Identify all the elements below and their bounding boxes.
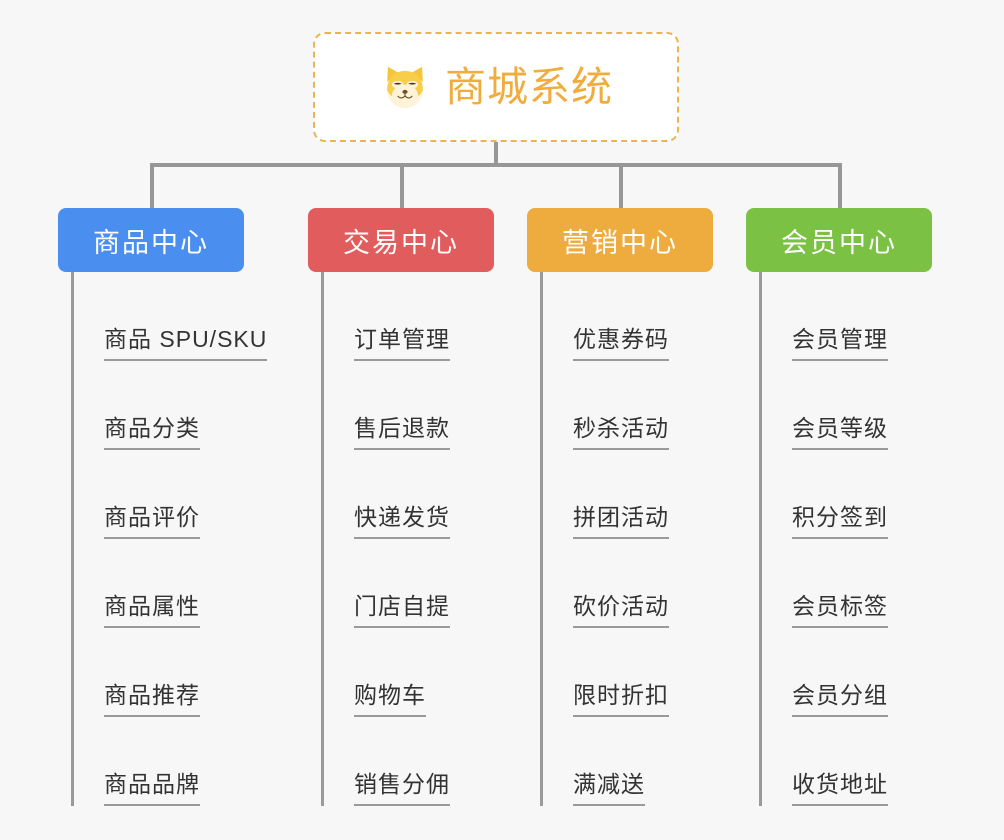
- list-item[interactable]: 购物车: [324, 628, 494, 717]
- list-item[interactable]: 销售分佣: [324, 717, 494, 806]
- list-item[interactable]: 拼团活动: [543, 450, 713, 539]
- branch-header-marketing[interactable]: 营销中心: [527, 208, 713, 272]
- leaf-label: 秒杀活动: [573, 414, 669, 450]
- list-item[interactable]: 会员标签: [762, 539, 932, 628]
- leaf-label: 快递发货: [354, 503, 450, 539]
- branch-column-marketing: 营销中心 优惠券码 秒杀活动 拼团活动 砍价活动 限时折扣 满减送: [527, 208, 713, 806]
- branch-column-member: 会员中心 会员管理 会员等级 积分签到 会员标签 会员分组 收货地址: [746, 208, 932, 806]
- leaf-label: 满减送: [573, 770, 645, 806]
- leaf-label: 门店自提: [354, 592, 450, 628]
- branch-items-trade: 订单管理 售后退款 快递发货 门店自提 购物车 销售分佣: [321, 272, 494, 806]
- list-item[interactable]: 商品分类: [74, 361, 244, 450]
- leaf-label: 商品 SPU/SKU: [104, 325, 268, 361]
- list-item[interactable]: 限时折扣: [543, 628, 713, 717]
- leaf-label: 积分签到: [792, 503, 888, 539]
- leaf-label: 限时折扣: [573, 681, 669, 717]
- connector-drop-1: [150, 163, 154, 209]
- list-item[interactable]: 售后退款: [324, 361, 494, 450]
- branch-items-member: 会员管理 会员等级 积分签到 会员标签 会员分组 收货地址: [759, 272, 932, 806]
- list-item[interactable]: 商品品牌: [74, 717, 244, 806]
- leaf-label: 砍价活动: [573, 592, 669, 628]
- connector-horizontal-bus: [150, 163, 842, 167]
- list-item[interactable]: 会员分组: [762, 628, 932, 717]
- list-item[interactable]: 积分签到: [762, 450, 932, 539]
- leaf-label: 商品品牌: [104, 770, 200, 806]
- leaf-label: 会员分组: [792, 681, 888, 717]
- connector-drop-4: [838, 163, 842, 209]
- list-item[interactable]: 订单管理: [324, 272, 494, 361]
- branch-items-marketing: 优惠券码 秒杀活动 拼团活动 砍价活动 限时折扣 满减送: [540, 272, 713, 806]
- branch-column-product: 商品中心 商品 SPU/SKU 商品分类 商品评价 商品属性 商品推荐 商品品牌: [58, 208, 268, 806]
- leaf-label: 拼团活动: [573, 503, 669, 539]
- leaf-label: 购物车: [354, 681, 426, 717]
- list-item[interactable]: 满减送: [543, 717, 713, 806]
- leaf-label: 商品评价: [104, 503, 200, 539]
- list-item[interactable]: 门店自提: [324, 539, 494, 628]
- list-item[interactable]: 会员等级: [762, 361, 932, 450]
- list-item[interactable]: 商品 SPU/SKU: [74, 272, 268, 361]
- shiba-dog-face-icon: [387, 66, 423, 109]
- leaf-label: 优惠券码: [573, 325, 669, 361]
- branch-column-trade: 交易中心 订单管理 售后退款 快递发货 门店自提 购物车 销售分佣: [308, 208, 494, 806]
- leaf-label: 商品分类: [104, 414, 200, 450]
- list-item[interactable]: 快递发货: [324, 450, 494, 539]
- leaf-label: 销售分佣: [354, 770, 450, 806]
- root-node-title: 商城系统: [445, 63, 613, 110]
- leaf-label: 会员管理: [792, 325, 888, 361]
- list-item[interactable]: 秒杀活动: [543, 361, 713, 450]
- list-item[interactable]: 商品属性: [74, 539, 244, 628]
- leaf-label: 收货地址: [792, 770, 888, 806]
- leaf-label: 会员等级: [792, 414, 888, 450]
- branch-header-member[interactable]: 会员中心: [746, 208, 932, 272]
- list-item[interactable]: 商品评价: [74, 450, 244, 539]
- list-item[interactable]: 会员管理: [762, 272, 932, 361]
- root-node-shop-system[interactable]: 商城系统: [313, 32, 679, 142]
- connector-drop-2: [400, 163, 404, 209]
- connector-root-stem: [494, 142, 498, 166]
- branch-items-product: 商品 SPU/SKU 商品分类 商品评价 商品属性 商品推荐 商品品牌: [71, 272, 268, 806]
- leaf-label: 会员标签: [792, 592, 888, 628]
- leaf-label: 商品推荐: [104, 681, 200, 717]
- leaf-label: 商品属性: [104, 592, 200, 628]
- branch-header-trade[interactable]: 交易中心: [308, 208, 494, 272]
- list-item[interactable]: 收货地址: [762, 717, 932, 806]
- list-item[interactable]: 优惠券码: [543, 272, 713, 361]
- leaf-label: 订单管理: [354, 325, 450, 361]
- branch-header-product[interactable]: 商品中心: [58, 208, 244, 272]
- list-item[interactable]: 商品推荐: [74, 628, 244, 717]
- connector-drop-3: [619, 163, 623, 209]
- list-item[interactable]: 砍价活动: [543, 539, 713, 628]
- leaf-label: 售后退款: [354, 414, 450, 450]
